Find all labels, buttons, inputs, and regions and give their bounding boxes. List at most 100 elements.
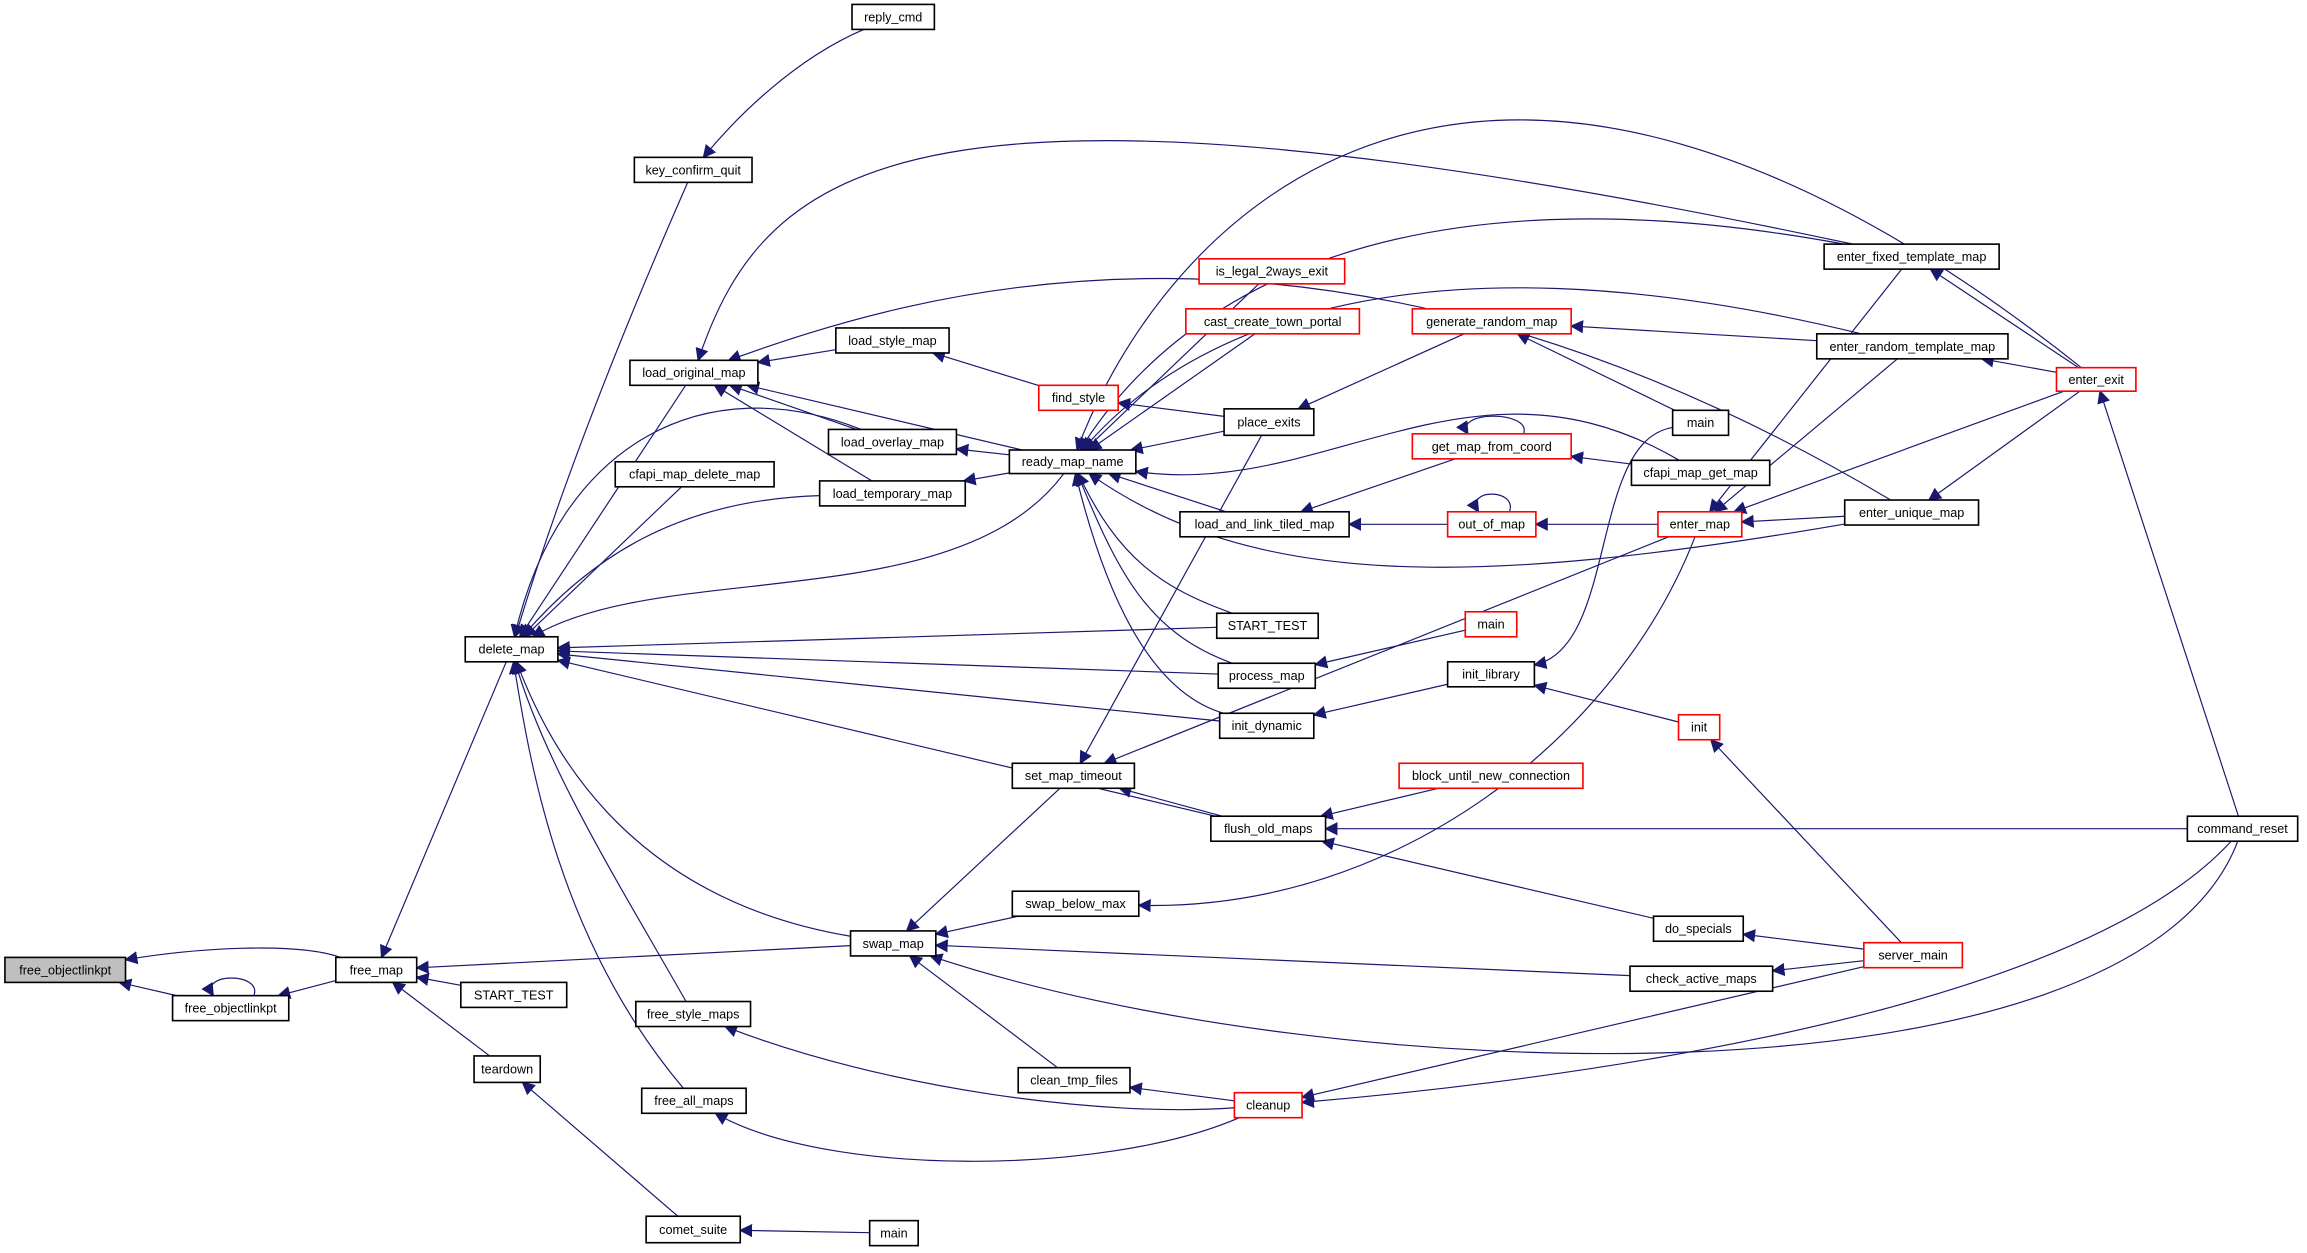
node-label: enter_unique_map (1859, 506, 1964, 520)
edge-swap_map-to-delete_map (514, 660, 851, 937)
node-do-specials[interactable]: do_specials (1652, 915, 1745, 943)
node-box (464, 635, 559, 663)
node-block-until-new-connection[interactable]: block_until_new_connection (1398, 762, 1584, 790)
edge-process_map-to-ready_map_name (1075, 472, 1233, 664)
node-cast-create-town-portal[interactable]: cast_create_town_portal (1185, 308, 1361, 335)
node-label: cfapi_map_delete_map (629, 468, 760, 482)
node-label: block_until_new_connection (1412, 769, 1570, 783)
node-label: load_temporary_map (833, 487, 952, 501)
edge-cfapi_map_get_map-to-get_map_from_coord (1569, 451, 1632, 465)
node-load-and-link-tiled-map[interactable]: load_and_link_tiled_map (1179, 510, 1350, 538)
node-out-of-map[interactable]: out_of_map (1446, 510, 1537, 538)
node-server-main[interactable]: server_main (1863, 941, 1964, 969)
node-label: main (1477, 618, 1504, 632)
edge-command_reset-to-cleanup (1300, 840, 2232, 1108)
node-label: delete_map (479, 643, 545, 657)
node-box (1843, 499, 1980, 526)
node-free-all-maps[interactable]: free_all_maps (640, 1087, 747, 1115)
node-start-test-a[interactable]: START_TEST (460, 981, 568, 1009)
edge-enter_random_template_map-to-generate_random_map (1569, 320, 1817, 342)
node-generate-random-map[interactable]: generate_random_map (1411, 308, 1572, 335)
node-enter-random-template-map[interactable]: enter_random_template_map (1815, 333, 2009, 360)
node-label: cast_create_town_portal (1204, 315, 1342, 329)
node-main-red[interactable]: main (1464, 610, 1518, 638)
edge-load_and_link_tiled_map-to-ready_map_name (1107, 470, 1227, 513)
node-box (614, 460, 775, 488)
node-free-style-maps[interactable]: free_style_maps (635, 1000, 752, 1028)
node-label: load_original_map (642, 366, 745, 380)
node-cfapi-map-delete-map[interactable]: cfapi_map_delete_map (614, 460, 775, 488)
node-command-reset[interactable]: command_reset (2186, 815, 2299, 843)
node-delete-map[interactable]: delete_map (464, 635, 559, 663)
node-load-original-map[interactable]: load_original_map (629, 359, 759, 387)
node-check-active-maps[interactable]: check_active_maps (1629, 965, 1774, 993)
node-free-map[interactable]: free_map (335, 956, 418, 984)
node-box (171, 994, 290, 1022)
edge-enter_unique_map-to-enter_map (1740, 514, 1845, 528)
edge-place_exits-to-find_style (1116, 397, 1225, 417)
node-label: clean_tmp_files (1030, 1074, 1118, 1088)
edge-server_main-to-do_specials (1741, 929, 1864, 950)
node-swap-map[interactable]: swap_map (849, 930, 937, 957)
node-swap-below-max[interactable]: swap_below_max (1011, 890, 1140, 918)
node-box (473, 1055, 542, 1084)
node-get-map-from-coord[interactable]: get_map_from_coord (1411, 433, 1572, 460)
node-clean-tmp-files[interactable]: clean_tmp_files (1017, 1066, 1131, 1094)
node-place-exits[interactable]: place_exits (1223, 408, 1315, 437)
edge-enter_exit-to-ready_map_name (1074, 119, 2082, 452)
edge-enter_unique_map-to-load_original_map (727, 277, 1891, 501)
node-enter-unique-map[interactable]: enter_unique_map (1843, 499, 1980, 526)
node-box (1017, 1066, 1131, 1094)
node-set-map-timeout[interactable]: set_map_timeout (1011, 762, 1136, 790)
node-box (835, 327, 950, 354)
edge-main_b-to-generate_random_map (1516, 333, 1676, 411)
node-box (4, 956, 127, 984)
node-find-style[interactable]: find_style (1037, 384, 1120, 412)
node-enter-exit[interactable]: enter_exit (2055, 366, 2137, 393)
edge-main_b-to-init_library (1533, 426, 1673, 669)
edge-free_objectlinkpt-to-free_objectlinkpt_root (118, 978, 177, 997)
node-reply-cmd[interactable]: reply_cmd (851, 3, 936, 31)
node-free-objectlinkpt-root[interactable]: free_objectlinkpt (4, 956, 127, 984)
node-init-library[interactable]: init_library (1446, 660, 1536, 688)
node-load-temporary-map[interactable]: load_temporary_map (818, 480, 967, 507)
node-load-style-map[interactable]: load_style_map (835, 327, 950, 354)
node-comet-suite[interactable]: comet_suite (645, 1215, 742, 1244)
node-flush-old-maps[interactable]: flush_old_maps (1210, 815, 1327, 843)
node-main-c[interactable]: main (868, 1219, 920, 1247)
node-box (1411, 433, 1572, 460)
node-label: teardown (481, 1063, 533, 1077)
node-init-dynamic[interactable]: init_dynamic (1218, 712, 1315, 740)
node-enter-map[interactable]: enter_map (1657, 510, 1743, 538)
node-teardown[interactable]: teardown (473, 1055, 542, 1084)
node-load-overlay-map[interactable]: load_overlay_map (827, 428, 958, 456)
edge-flush_old_maps-to-set_map_timeout (1118, 785, 1223, 817)
edge-load_style_map-to-load_original_map (756, 349, 836, 368)
node-label: init_dynamic (1232, 719, 1302, 733)
node-main-b[interactable]: main (1671, 409, 1730, 437)
edge-block_until_new_connection-to-flush_old_maps (1319, 787, 1439, 820)
node-cfapi-map-get-map[interactable]: cfapi_map_get_map (1630, 459, 1771, 487)
edge-command_reset-to-enter_exit (2097, 389, 2240, 817)
edge-generate_random_map-to-place_exits (1297, 333, 1465, 410)
node-label: set_map_timeout (1025, 769, 1122, 783)
node-ready-map-name[interactable]: ready_map_name (1008, 449, 1137, 475)
node-is-legal-2ways-exit[interactable]: is_legal_2ways_exit (1198, 258, 1346, 285)
edge-start_test_b-to-ready_map_name (1077, 472, 1233, 614)
node-free-objectlinkpt[interactable]: free_objectlinkpt (171, 994, 290, 1022)
node-process-map[interactable]: process_map (1217, 662, 1317, 690)
edge-delete_map-to-free_map (380, 661, 507, 959)
node-box (2186, 815, 2299, 843)
node-cleanup[interactable]: cleanup (1233, 1091, 1303, 1119)
node-label: swap_map (863, 937, 924, 951)
node-init[interactable]: init (1677, 713, 1721, 741)
edge-main_c-to-comet_suite (738, 1223, 870, 1238)
node-enter-fixed-template-map[interactable]: enter_fixed_template_map (1823, 243, 2000, 270)
edge-swap_map-to-free_map (415, 945, 851, 974)
node-start-test-b[interactable]: START_TEST (1215, 612, 1320, 640)
node-label: is_legal_2ways_exit (1216, 265, 1329, 279)
node-box (1671, 409, 1730, 437)
node-key-confirm-quit[interactable]: key_confirm_quit (633, 156, 753, 184)
edge-process_map-to-delete_map (556, 644, 1219, 675)
